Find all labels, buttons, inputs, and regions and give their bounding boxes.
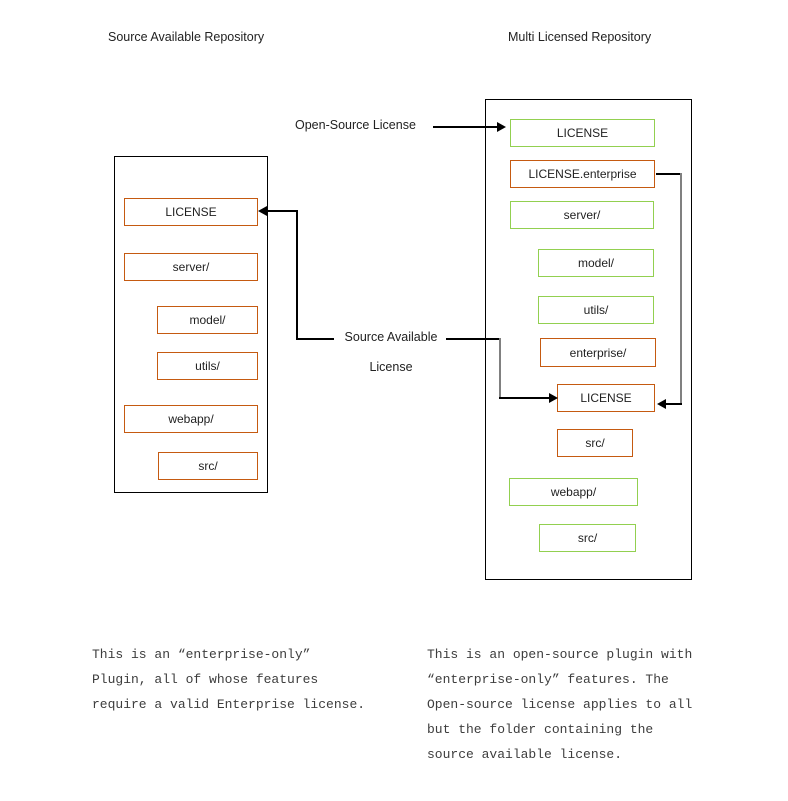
right-caption: This is an open-source plugin with “ente…: [427, 642, 692, 767]
right-webapp-box: webapp/: [509, 478, 638, 506]
connector-line: [499, 397, 549, 399]
right-caption-line: “enterprise-only” features. The: [427, 672, 669, 687]
right-license-box: LICENSE: [510, 119, 655, 147]
connector-line: [267, 210, 297, 212]
right-caption-line: source available license.: [427, 747, 623, 762]
left-repo-container: [114, 156, 268, 493]
left-repo-title: Source Available Repository: [108, 30, 265, 44]
right-repo-container: [485, 99, 692, 580]
right-enterprise-box: enterprise/: [540, 338, 656, 367]
connector-line: [666, 403, 682, 405]
right-utils-box: utils/: [538, 296, 654, 324]
connector-line: [296, 338, 334, 340]
left-license-box: LICENSE: [124, 198, 258, 226]
right-license-enterprise-box: LICENSE.enterprise: [510, 160, 655, 188]
left-webapp-box: webapp/: [124, 405, 258, 433]
connector-line: [499, 338, 501, 399]
right-enterprise-license-box: LICENSE: [557, 384, 655, 412]
left-src-box: src/: [158, 452, 258, 480]
left-server-box: server/: [124, 253, 258, 281]
left-utils-box: utils/: [157, 352, 258, 380]
right-model-box: model/: [538, 249, 654, 277]
arrowhead-right-icon: [549, 393, 558, 403]
left-caption: This is an “enterprise-only” Plugin, all…: [92, 642, 365, 717]
source-available-license-label-line1: Source Available: [344, 330, 438, 344]
arrowhead-right-icon: [497, 122, 506, 132]
right-server-box: server/: [510, 201, 654, 229]
open-source-license-label: Open-Source License: [295, 118, 416, 132]
left-model-box: model/: [157, 306, 258, 334]
left-caption-line: require a valid Enterprise license.: [92, 697, 366, 712]
connector-line: [296, 210, 298, 340]
left-caption-line: Plugin, all of whose features: [92, 672, 319, 687]
right-repo-title: Multi Licensed Repository: [508, 30, 652, 44]
right-caption-line: but the folder containing the: [427, 722, 654, 737]
arrowhead-left-icon: [657, 399, 666, 409]
connector-line: [656, 173, 682, 175]
left-caption-line: This is an “enterprise-only”: [92, 647, 311, 662]
source-available-license-label-line2: License: [369, 360, 413, 374]
right-webapp-src-box: src/: [539, 524, 636, 552]
arrowhead-left-icon: [258, 206, 267, 216]
connector-line: [446, 338, 500, 340]
right-caption-line: This is an open-source plugin with: [427, 647, 693, 662]
right-enterprise-src-box: src/: [557, 429, 633, 457]
right-caption-line: Open-source license applies to all: [427, 697, 693, 712]
connector-line: [680, 173, 682, 405]
connector-line: [433, 126, 497, 128]
